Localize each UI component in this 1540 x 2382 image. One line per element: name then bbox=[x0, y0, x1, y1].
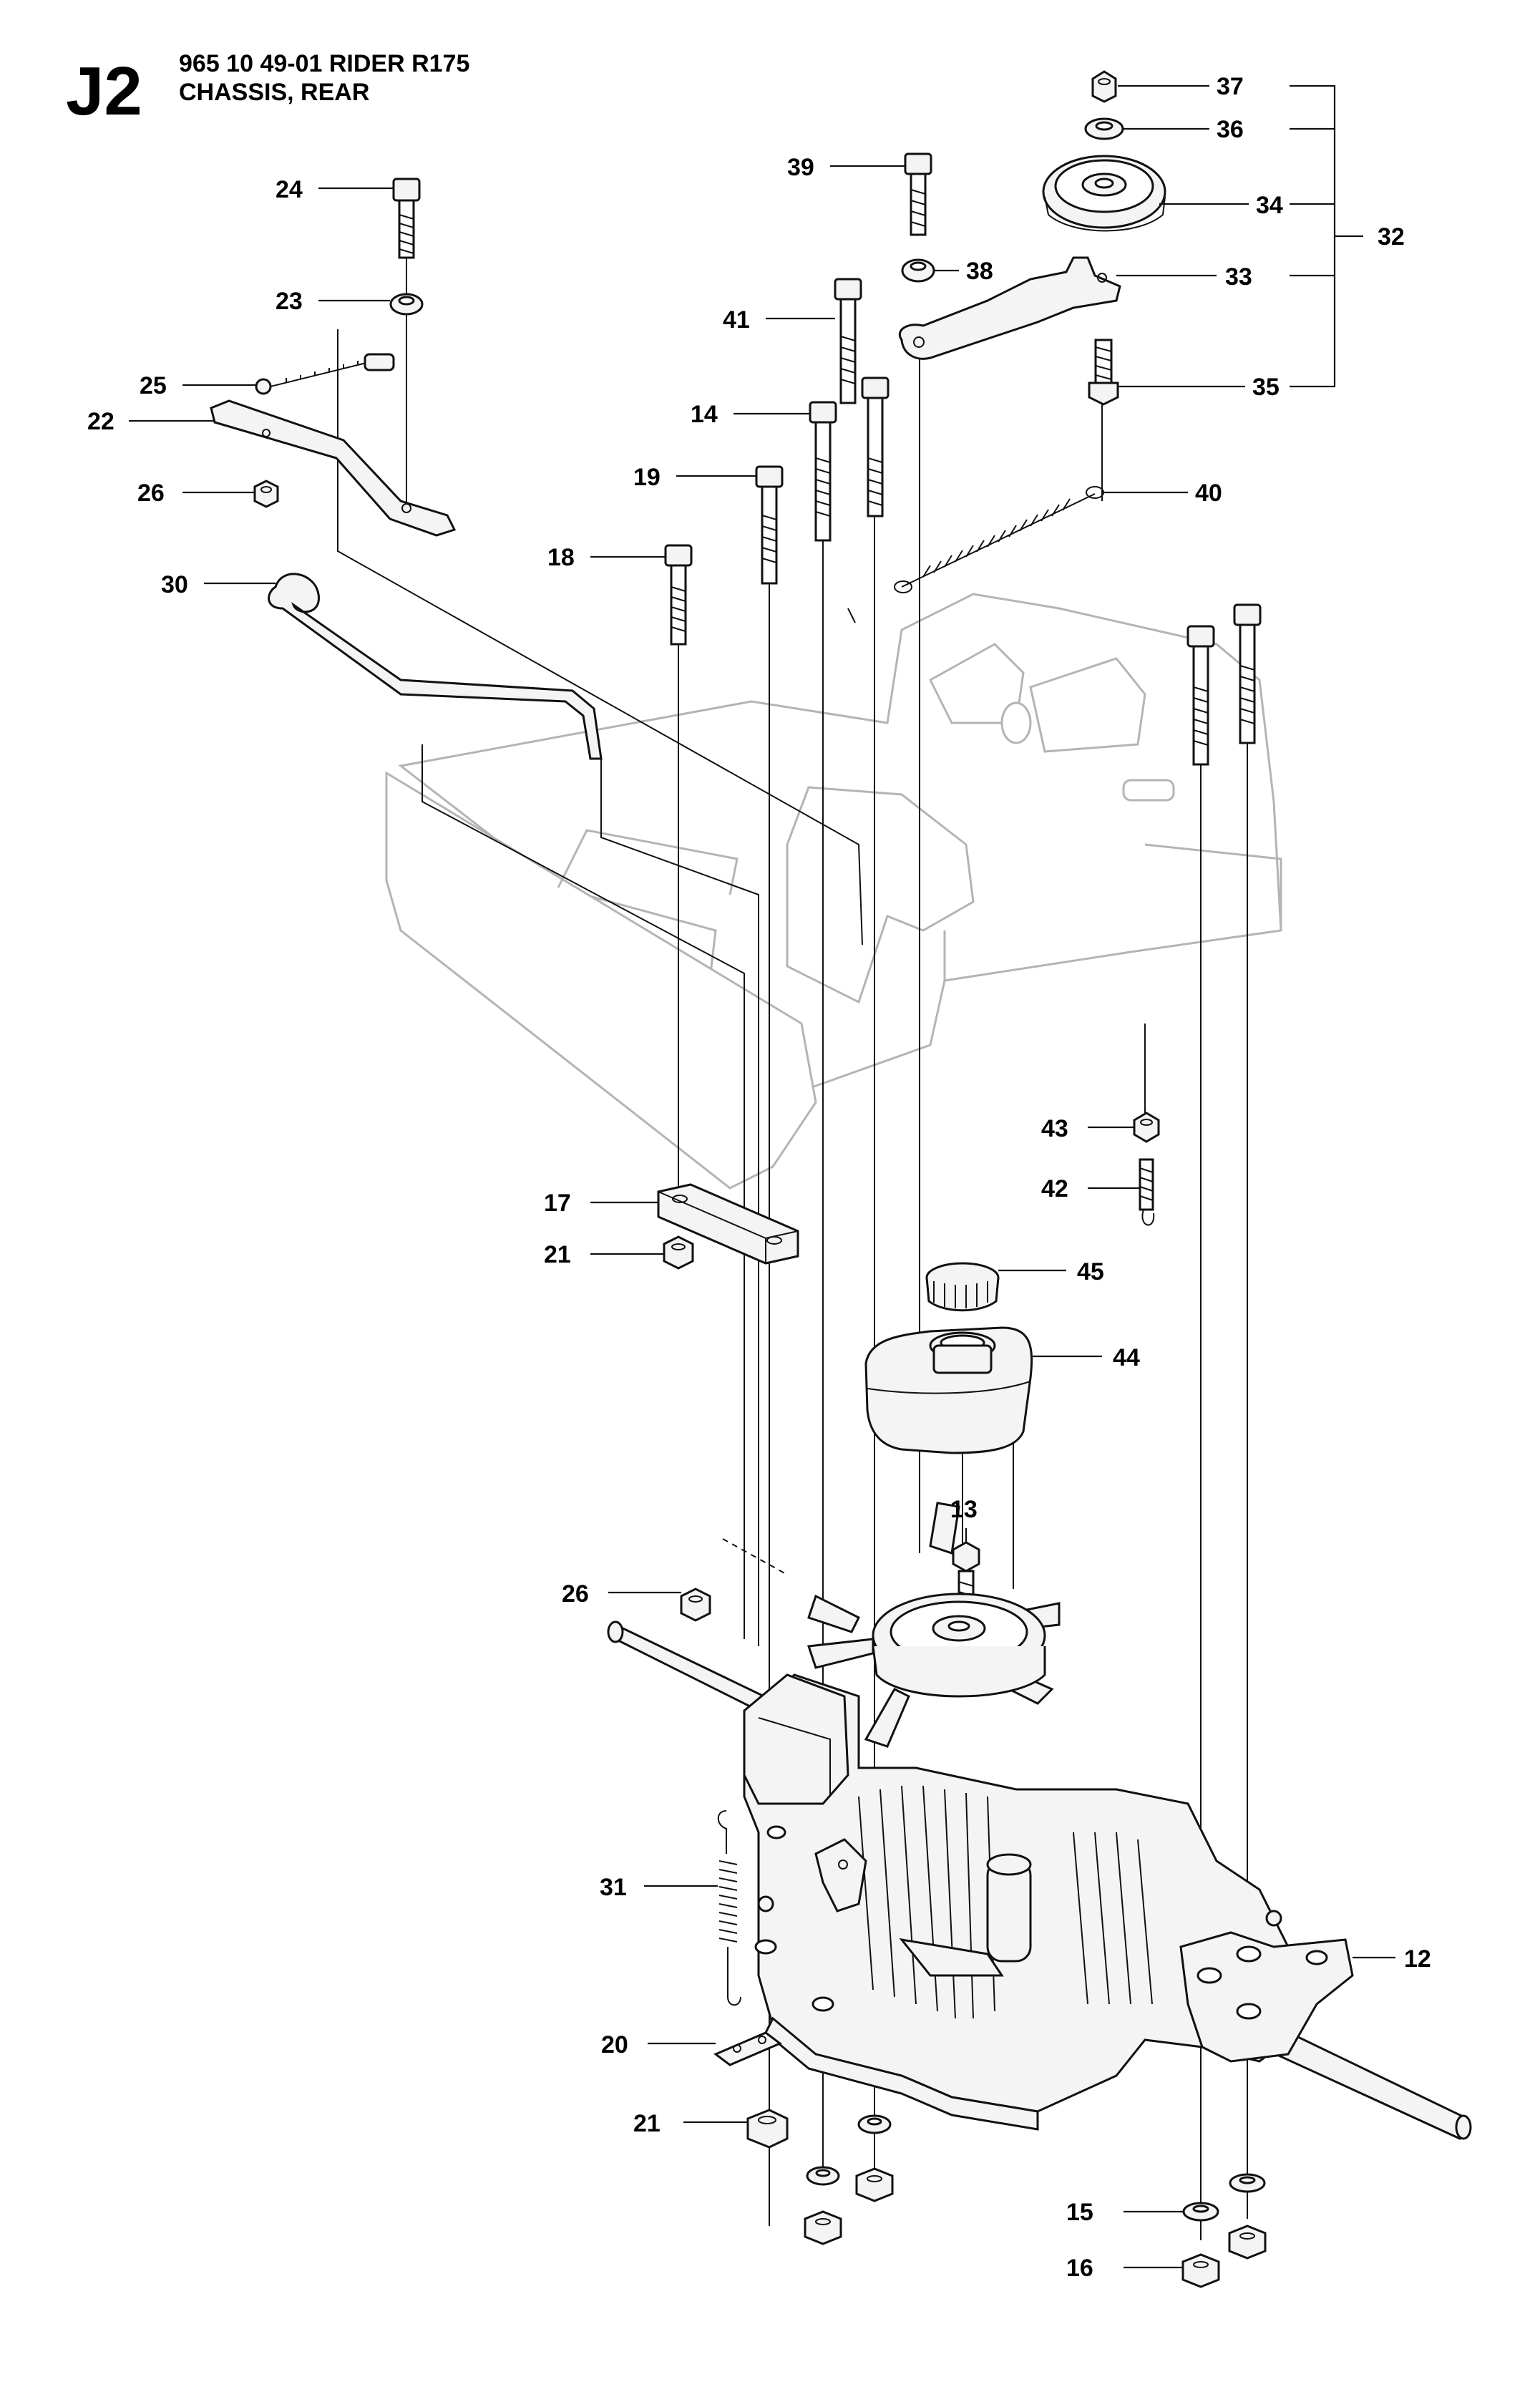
callout-12: 12 bbox=[1404, 1945, 1431, 1973]
nut-right-b bbox=[1228, 2225, 1267, 2260]
bolt-24 bbox=[392, 178, 421, 259]
nut-26-top bbox=[253, 480, 279, 508]
idler-pulley-34 bbox=[1042, 155, 1166, 232]
callout-36: 36 bbox=[1217, 116, 1244, 143]
callout-17: 17 bbox=[544, 1190, 571, 1217]
bolt-19 bbox=[755, 465, 784, 585]
spacer-block-17 bbox=[657, 1183, 799, 1265]
reservoir-cap-45 bbox=[925, 1262, 1000, 1312]
model-line: 965 10 49-01 RIDER R175 bbox=[179, 50, 469, 77]
callout-44: 44 bbox=[1113, 1344, 1140, 1371]
callout-15: 15 bbox=[1066, 2199, 1093, 2226]
bolt-14-b bbox=[861, 376, 890, 517]
callout-26-top: 26 bbox=[137, 480, 165, 507]
washer-36 bbox=[1084, 117, 1124, 140]
callout-40: 40 bbox=[1195, 480, 1222, 507]
callout-34: 34 bbox=[1256, 192, 1283, 219]
nut-16 bbox=[1181, 2253, 1220, 2288]
bolt-35 bbox=[1088, 339, 1119, 406]
bracket-20 bbox=[713, 2031, 782, 2066]
callout-30: 30 bbox=[161, 571, 188, 598]
washer-38 bbox=[901, 258, 935, 283]
callout-38: 38 bbox=[966, 258, 993, 285]
callout-31: 31 bbox=[600, 1874, 627, 1901]
callout-26-lower: 26 bbox=[562, 1580, 589, 1608]
callout-39: 39 bbox=[787, 154, 814, 181]
callout-45: 45 bbox=[1077, 1258, 1104, 1285]
callout-23: 23 bbox=[276, 288, 303, 315]
nut-43 bbox=[1133, 1112, 1160, 1143]
callout-13: 13 bbox=[950, 1496, 978, 1523]
callout-24: 24 bbox=[276, 176, 303, 203]
transaxle-12 bbox=[607, 1502, 1472, 2140]
nut-bottom-b bbox=[855, 2167, 894, 2202]
callout-numbers: 24 23 25 22 26 30 18 19 14 41 39 38 37 3… bbox=[87, 73, 1431, 2282]
callout-20: 20 bbox=[601, 2031, 628, 2058]
callout-33: 33 bbox=[1225, 263, 1252, 291]
callout-35: 35 bbox=[1252, 374, 1280, 401]
washer-right-b bbox=[1229, 2173, 1266, 2193]
bolt-41 bbox=[834, 278, 862, 404]
idler-bracket-33 bbox=[899, 256, 1121, 360]
callout-32: 32 bbox=[1378, 223, 1405, 251]
callout-42: 42 bbox=[1041, 1175, 1068, 1202]
bolt-39 bbox=[904, 152, 932, 236]
header: J2 965 10 49-01 RIDER R175 CHASSIS, REAR bbox=[66, 50, 469, 130]
callout-25: 25 bbox=[140, 372, 167, 399]
nut-21-mid bbox=[663, 1235, 694, 1270]
callout-16: 16 bbox=[1066, 2255, 1093, 2282]
washer-15 bbox=[1182, 2202, 1219, 2222]
bolt-rear-right-a bbox=[1186, 625, 1215, 766]
callout-14: 14 bbox=[691, 401, 718, 428]
callout-37: 37 bbox=[1217, 73, 1244, 100]
oil-reservoir-44 bbox=[864, 1326, 1033, 1454]
callout-18: 18 bbox=[547, 544, 575, 571]
callout-21-mid: 21 bbox=[544, 1241, 571, 1268]
leader-lines bbox=[129, 84, 1395, 2269]
chassis-frame-outline bbox=[385, 593, 1282, 1190]
washer-bottom-b bbox=[857, 2114, 892, 2134]
bolt-rear-right-b bbox=[1233, 603, 1262, 744]
washer-bottom-a bbox=[806, 2166, 840, 2186]
bolt-14 bbox=[809, 401, 837, 542]
release-rod-30 bbox=[268, 573, 603, 760]
ball-joint-rod-25 bbox=[255, 353, 395, 395]
nut-21-bottom bbox=[746, 2109, 789, 2149]
section-title: CHASSIS, REAR bbox=[179, 79, 369, 106]
callout-41: 41 bbox=[723, 306, 750, 334]
callout-21-bottom: 21 bbox=[633, 2110, 661, 2137]
washer-23 bbox=[389, 293, 424, 316]
nut-26-lower bbox=[680, 1588, 711, 1622]
clevis-pin-42 bbox=[1139, 1158, 1155, 1226]
bolt-18 bbox=[664, 544, 693, 646]
lever-arm-22 bbox=[210, 399, 457, 537]
callout-43: 43 bbox=[1041, 1115, 1068, 1142]
diagram-code: J2 bbox=[66, 53, 142, 130]
nut-37 bbox=[1091, 70, 1117, 103]
callout-22: 22 bbox=[87, 408, 114, 435]
return-spring-31 bbox=[717, 1810, 741, 2006]
nut-bottom-a bbox=[804, 2210, 842, 2245]
callout-19: 19 bbox=[633, 464, 661, 491]
tension-spring-40 bbox=[894, 486, 1104, 593]
